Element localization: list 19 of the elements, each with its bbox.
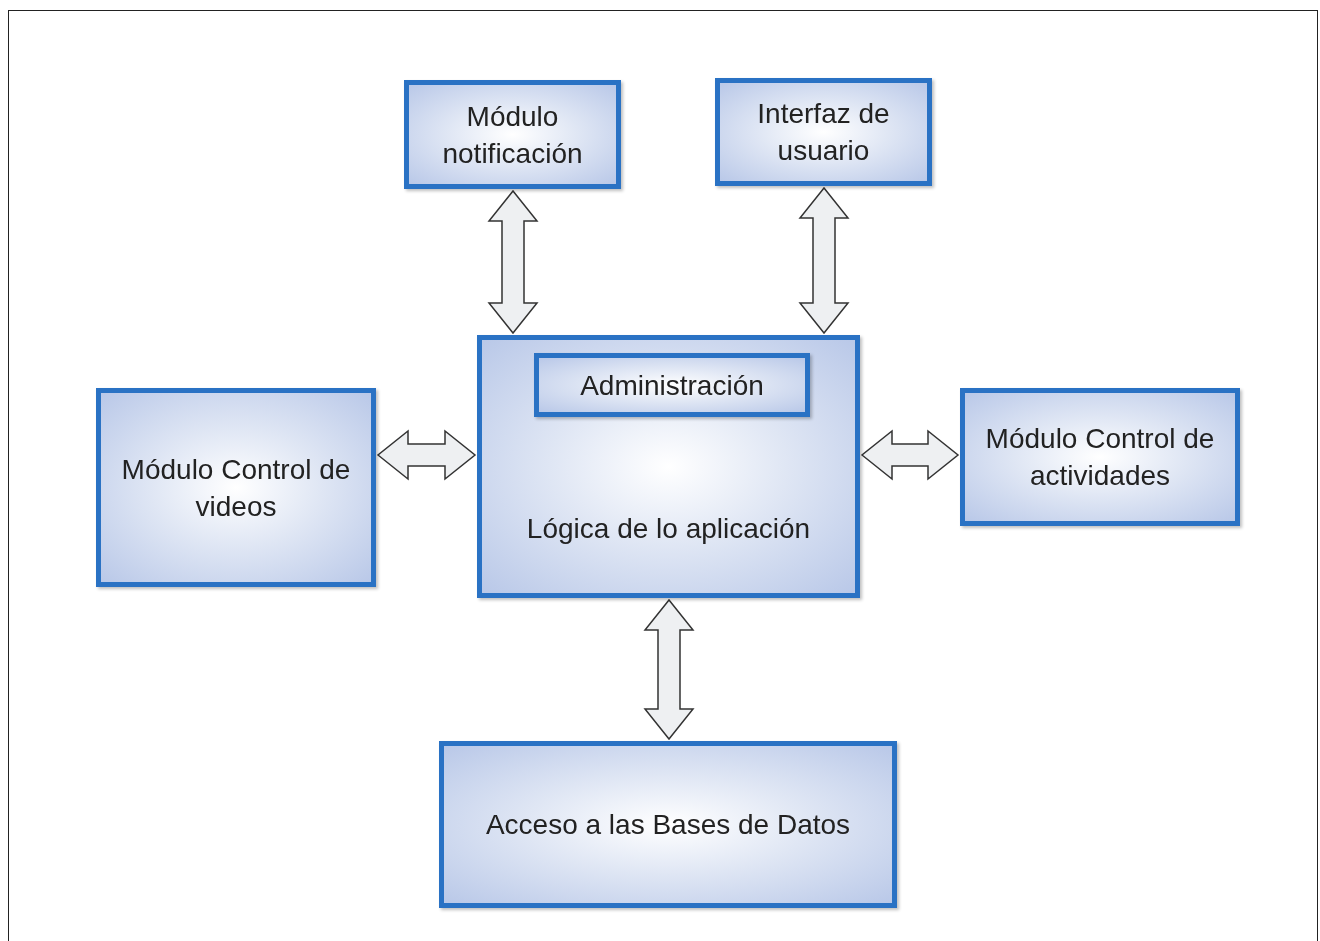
- double-arrow: [860, 429, 960, 481]
- box-label: Módulo notificación: [441, 99, 584, 171]
- module-box: [715, 78, 932, 186]
- box-label: Módulo Control de videos: [120, 452, 352, 524]
- double-arrow: [487, 189, 539, 335]
- module-box: [404, 80, 621, 189]
- double-arrow: [376, 429, 477, 481]
- box-label: Acceso a las Bases de Datos: [484, 808, 852, 842]
- box-label: Módulo Control de actividades: [984, 422, 1216, 493]
- box-label: Administración: [579, 368, 765, 403]
- module-box: [439, 741, 897, 908]
- module-box: [960, 388, 1240, 526]
- box-label: Lógica de lo aplicación: [525, 512, 812, 546]
- double-arrow: [798, 186, 850, 335]
- module-box: [534, 353, 810, 417]
- container-box: [477, 335, 860, 598]
- box-label: Interfaz de usuario: [756, 97, 891, 168]
- module-box: [96, 388, 376, 587]
- double-arrow: [643, 598, 695, 741]
